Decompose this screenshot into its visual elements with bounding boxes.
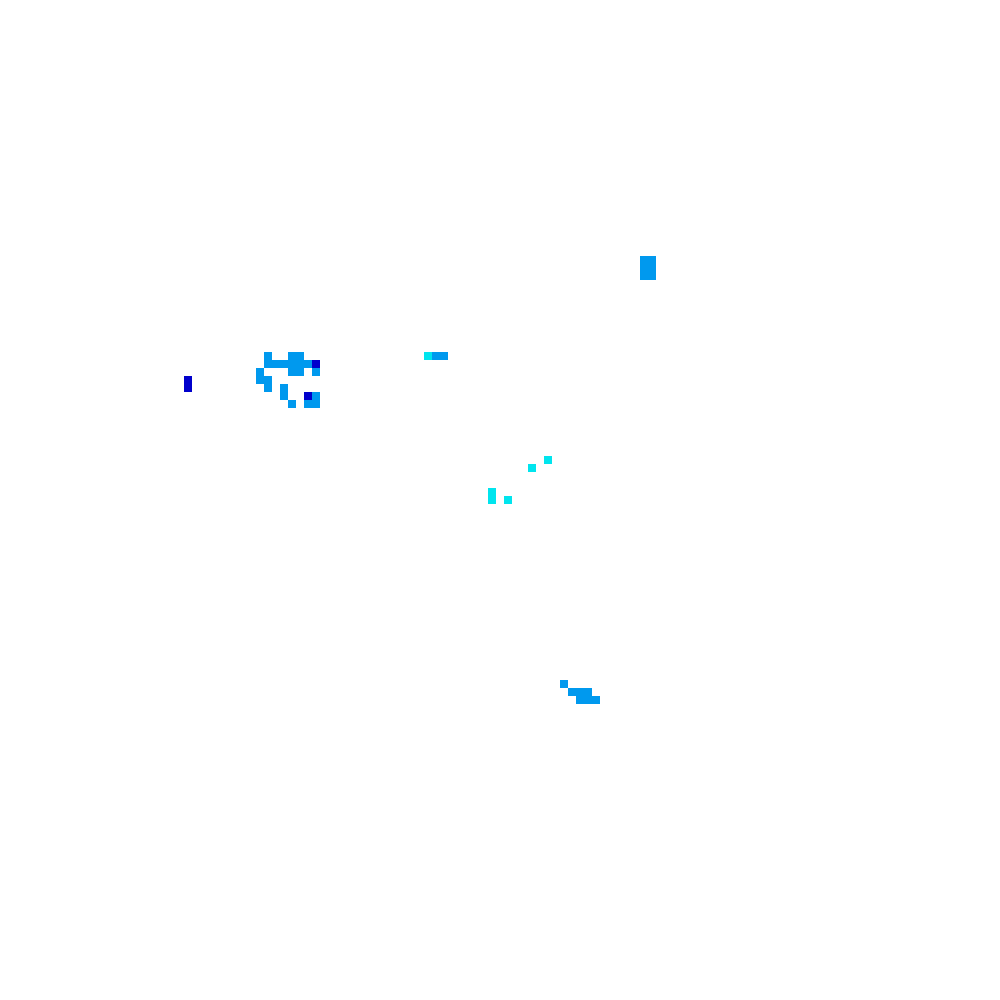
dash-center-top-azure-cell (432, 352, 440, 360)
cluster-upper-left-cell (288, 368, 296, 376)
dash-center-top-cyan-cell (424, 352, 432, 360)
cluster-upper-left-cell (272, 360, 280, 368)
cluster-upper-left-cell (288, 360, 296, 368)
cluster-upper-left-cell (304, 360, 312, 368)
cluster-upper-left-cell (296, 360, 304, 368)
cluster-upper-left-cell (264, 360, 272, 368)
block-upper-right-cell (648, 264, 656, 272)
cluster-upper-left-accents-cell (312, 360, 320, 368)
cluster-upper-left-cell (288, 352, 296, 360)
stroke-lower-center-cell (568, 688, 576, 696)
lone-marker-left-cell (184, 376, 192, 384)
cluster-upper-left-cell (256, 368, 264, 376)
cluster-upper-left-cell (296, 352, 304, 360)
cluster-upper-left-cell (312, 392, 320, 400)
specks-center-cell (544, 456, 552, 464)
stroke-lower-center-cell (584, 696, 592, 704)
lone-marker-left-cell (184, 384, 192, 392)
specks-center-cell (504, 496, 512, 504)
stroke-lower-center-cell (576, 688, 584, 696)
specks-center-cell (528, 464, 536, 472)
stroke-lower-center-cell (576, 696, 584, 704)
block-upper-right-cell (640, 256, 648, 264)
cluster-upper-left-cell (256, 376, 264, 384)
specks-center-cell (488, 488, 496, 496)
cluster-upper-left-cell (296, 368, 304, 376)
block-upper-right-cell (648, 272, 656, 280)
stroke-lower-center-cell (584, 688, 592, 696)
cluster-upper-left-cell (280, 384, 288, 392)
cluster-upper-left-accents-cell (304, 392, 312, 400)
block-upper-right-cell (640, 264, 648, 272)
cluster-upper-left-cell (280, 360, 288, 368)
cluster-upper-left-cell (312, 368, 320, 376)
cluster-upper-left-cell (264, 384, 272, 392)
cluster-upper-left-cell (312, 400, 320, 408)
cluster-upper-left-cell (264, 376, 272, 384)
cluster-upper-left-cell (304, 400, 312, 408)
stroke-lower-center-cell (560, 680, 568, 688)
specks-center-cell (488, 496, 496, 504)
block-upper-right-cell (640, 272, 648, 280)
block-upper-right-cell (648, 256, 656, 264)
cluster-upper-left-cell (264, 352, 272, 360)
cluster-upper-left-cell (280, 392, 288, 400)
dash-center-top-azure-cell (440, 352, 448, 360)
cluster-upper-left-cell (288, 400, 296, 408)
stroke-lower-center-cell (592, 696, 600, 704)
